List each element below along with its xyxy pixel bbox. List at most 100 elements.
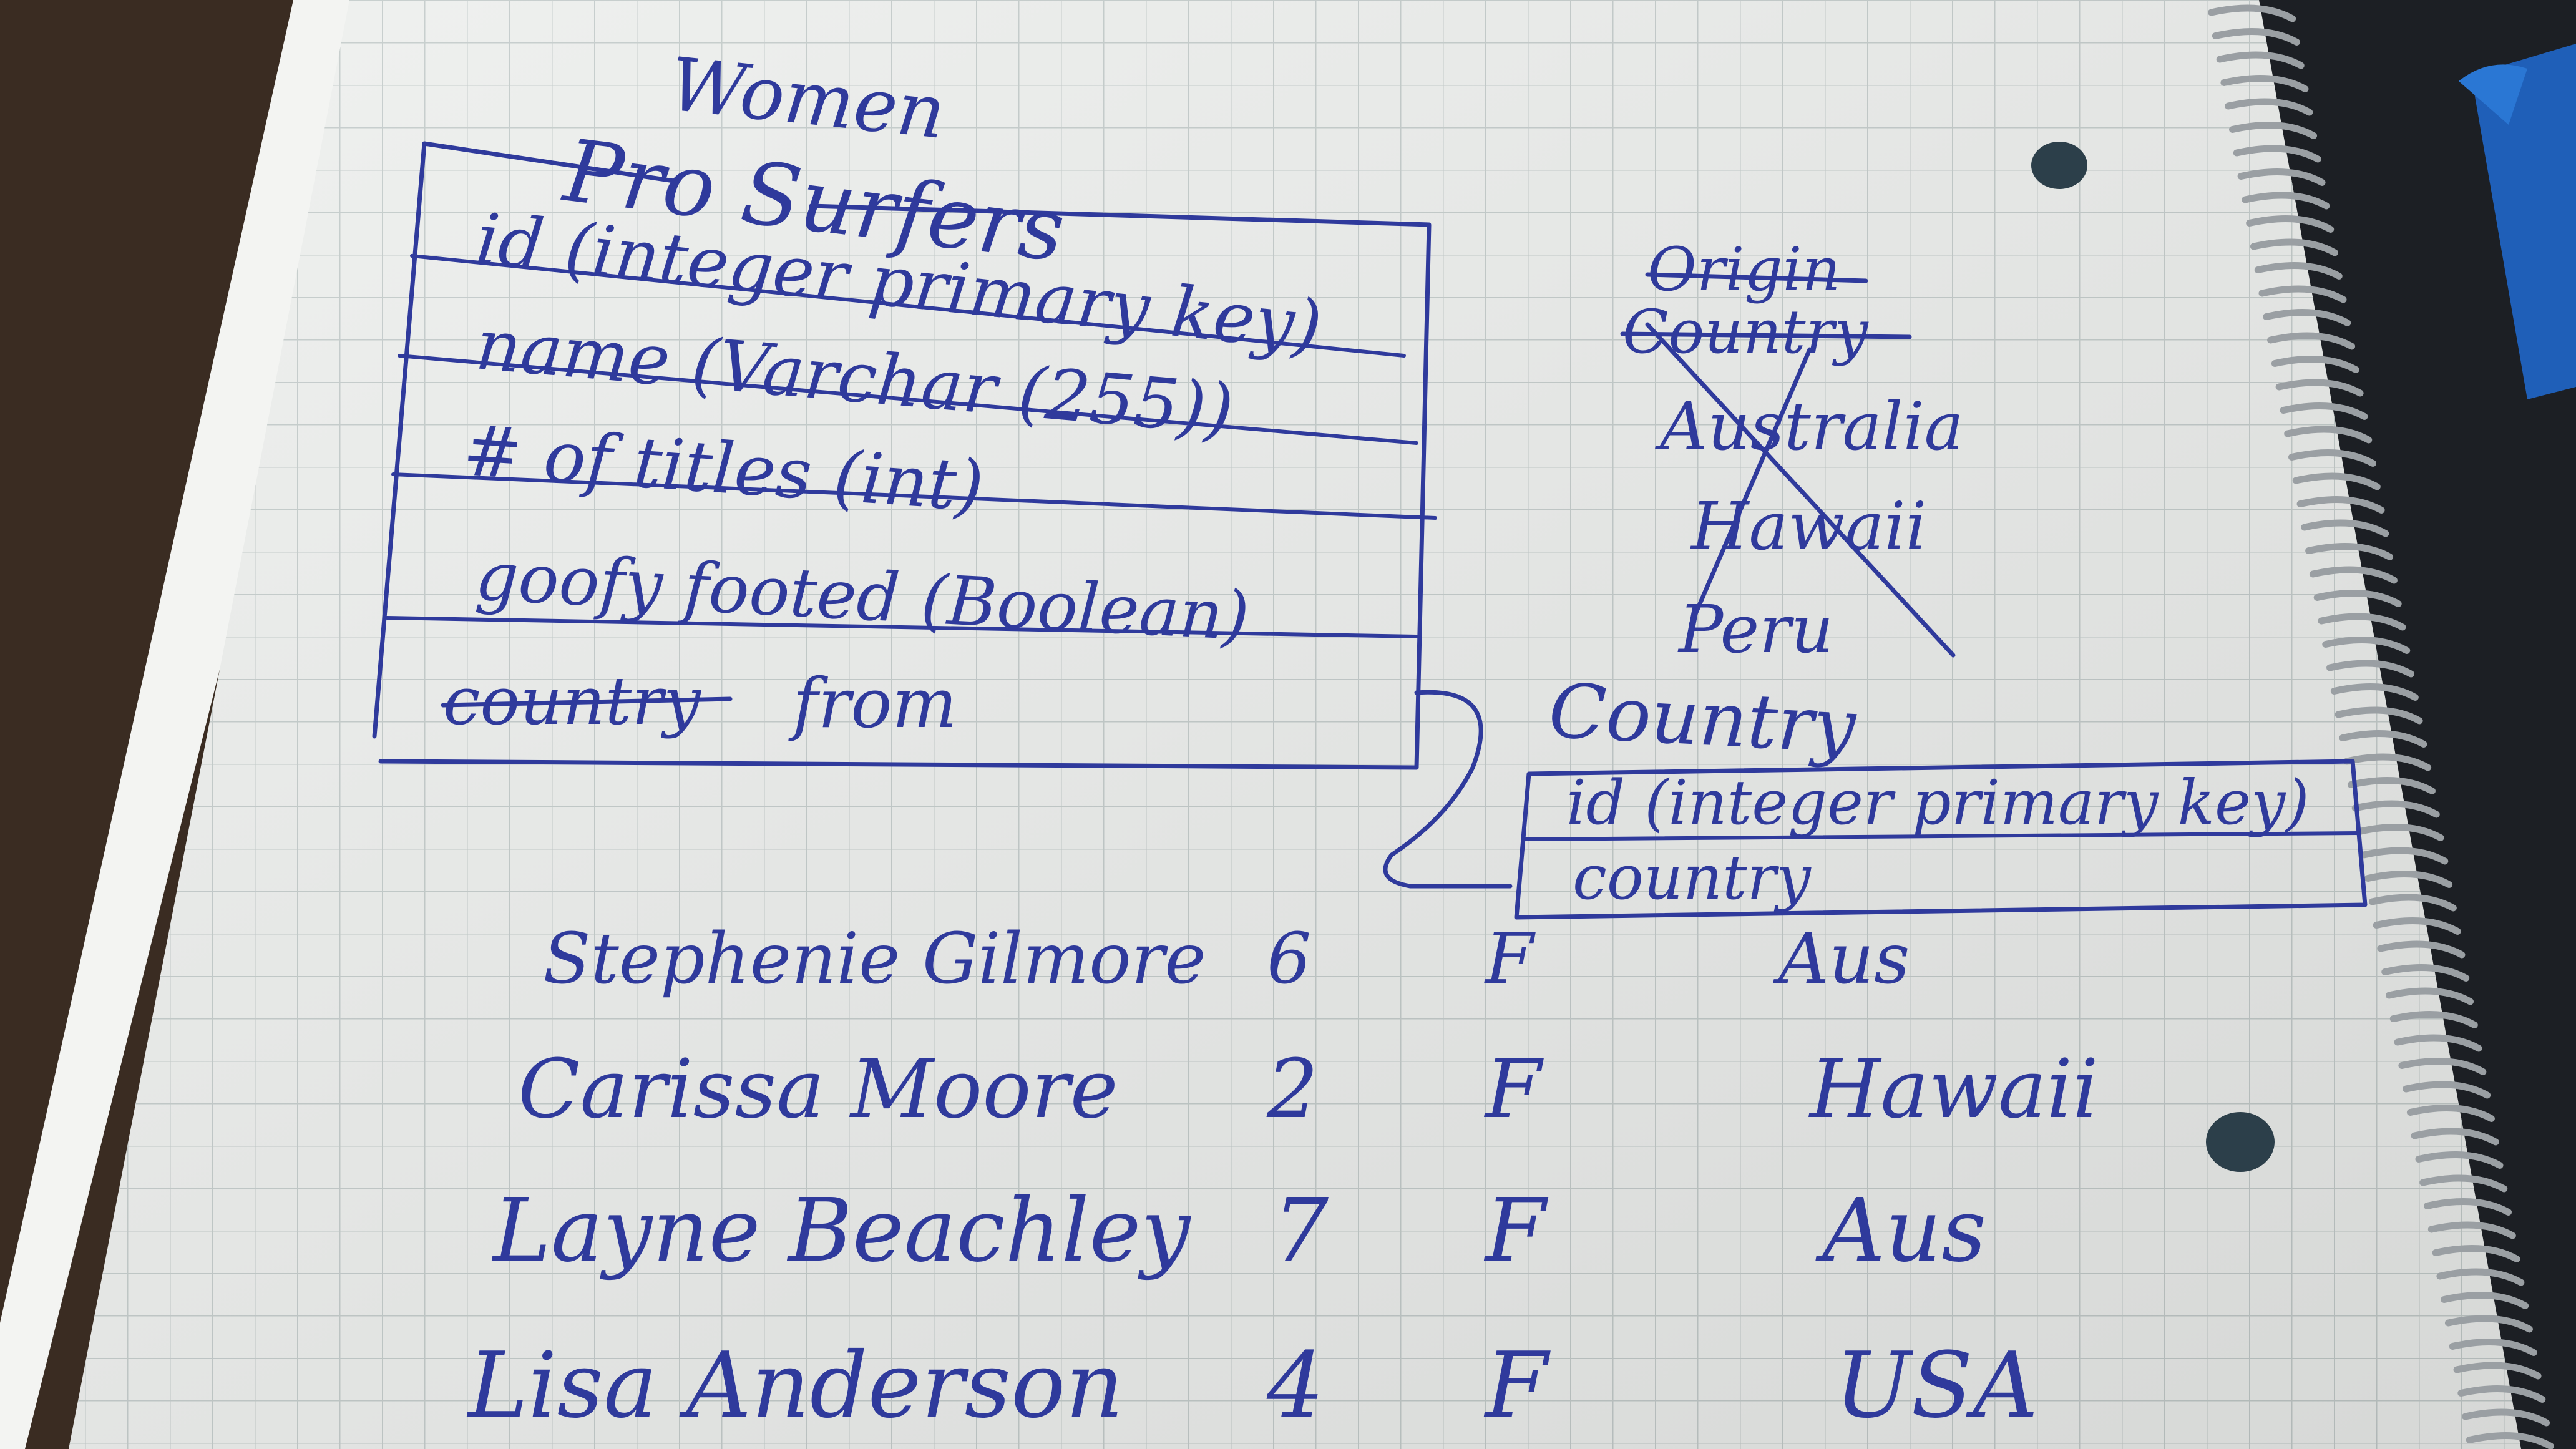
spiral-coil <box>2322 636 2411 654</box>
spiral-coil <box>2449 1338 2537 1356</box>
relationship-connector <box>1383 690 1513 889</box>
surfer-titles: 7 <box>1273 1180 1329 1282</box>
surfer-row: Carissa Moore 2 F Hawaii <box>518 1042 2099 1136</box>
spiral-coil <box>2373 917 2461 935</box>
crossed-out-list: Origin Country Australia Hawaii Peru <box>1620 235 1964 668</box>
surfer-country: Aus <box>1815 1180 1986 1282</box>
spiral-binding <box>2208 4 2554 1449</box>
surfer-goofy: F <box>1484 1042 1544 1136</box>
spiral-coil <box>2258 285 2347 303</box>
spiral-coil <box>2292 472 2381 490</box>
spiral-coil <box>2284 426 2373 444</box>
surfer-row: Stephenie Gilmore 6 F Aus <box>543 919 1910 1000</box>
spiral-coil <box>2208 4 2296 22</box>
spiral-coil <box>2441 1291 2529 1309</box>
spiral-coil <box>2347 776 2436 794</box>
surfer-titles: 4 <box>1266 1333 1324 1438</box>
spiral-coil <box>2406 1104 2495 1122</box>
spiral-coil <box>2386 987 2474 1005</box>
punch-hole <box>2031 142 2087 189</box>
spiral-coil <box>2368 894 2457 912</box>
spiral-coil <box>2453 1362 2542 1380</box>
pen <box>2459 44 2576 399</box>
surfer-name: Lisa Anderson <box>466 1333 1124 1438</box>
spiral-coil <box>2403 1081 2491 1099</box>
list-country: Country <box>1622 297 1869 367</box>
surfer-country: Hawaii <box>1808 1042 2099 1136</box>
spiral-coil <box>2216 51 2305 69</box>
list-australia: Australia <box>1654 388 1964 465</box>
spiral-coil <box>2419 1174 2508 1193</box>
spiral-coil <box>2250 238 2338 256</box>
spiral-coil <box>2275 379 2364 397</box>
country-field-id: id (integer primary key) <box>1566 768 2310 839</box>
spiral-coil <box>2305 542 2394 560</box>
spiral-coil <box>2263 308 2351 326</box>
field-from: from <box>788 663 957 743</box>
surfer-titles: 2 <box>1266 1042 1319 1136</box>
spiral-coil <box>2427 1221 2516 1239</box>
surfer-goofy: F <box>1484 919 1536 1000</box>
spiral-coil <box>2246 215 2334 233</box>
spiral-coil <box>2360 847 2449 865</box>
spiral-coil <box>2339 729 2427 748</box>
spiral-coil <box>2242 192 2330 210</box>
spiral-coil <box>2296 495 2385 514</box>
spiral-coil <box>2330 683 2419 701</box>
surfer-name: Layne Beachley <box>491 1180 1191 1282</box>
field-country-from: country from <box>441 663 957 743</box>
spiral-coil <box>2389 1010 2478 1028</box>
spiral-coil <box>2394 1034 2482 1052</box>
spiral-coil <box>2343 753 2432 771</box>
spiral-coil <box>2411 1128 2499 1146</box>
surfer-row: Layne Beachley 7 F Aus <box>491 1180 1986 1282</box>
spiral-coil <box>2212 27 2300 46</box>
surfer-goofy: F <box>1483 1180 1549 1282</box>
punch-hole <box>2206 1112 2275 1172</box>
surfers-table <box>372 141 1437 770</box>
surfer-name: Carissa Moore <box>518 1042 1118 1136</box>
spiral-coil <box>2233 145 2321 163</box>
spiral-coil <box>2313 589 2402 607</box>
spiral-coil <box>2318 613 2406 631</box>
spiral-coil <box>2309 566 2398 584</box>
spiral-coil <box>2424 1198 2512 1216</box>
spiral-coil <box>2351 800 2440 818</box>
spiral-coil <box>2444 1315 2533 1333</box>
spiral-coil <box>2457 1385 2546 1403</box>
surfer-row: Lisa Anderson 4 F USA <box>466 1333 2038 1438</box>
spiral-coil <box>2237 168 2326 186</box>
spiral-coil <box>2466 1432 2554 1449</box>
spiral-coil <box>2220 74 2309 92</box>
spiral-coil <box>2254 261 2343 280</box>
spiral-coil <box>2334 706 2423 724</box>
spiral-coil <box>2381 964 2470 982</box>
country-field-country: country <box>1573 842 1812 914</box>
surfer-goofy: F <box>1483 1333 1551 1438</box>
surfer-country: Aus <box>1773 919 1910 1000</box>
spiral-coil <box>2432 1244 2520 1262</box>
list-origin: Origin <box>1647 235 1840 305</box>
spiral-coil <box>2415 1151 2504 1169</box>
spiral-coil <box>2356 823 2444 841</box>
spiral-coil <box>2288 449 2376 467</box>
spiral-coil <box>2301 519 2389 537</box>
surfer-rows: Stephenie Gilmore 6 F Aus Carissa Moore … <box>466 919 2099 1438</box>
spiral-coil <box>2229 121 2318 139</box>
surfer-titles: 6 <box>1267 919 1311 1000</box>
spiral-coil <box>2398 1057 2487 1075</box>
country-table-title: Country <box>1546 668 1859 771</box>
list-peru: Peru <box>1677 591 1833 668</box>
spiral-coil <box>2225 98 2313 116</box>
spiral-coil <box>2436 1268 2525 1286</box>
spiral-coil <box>2267 332 2356 350</box>
country-table <box>1514 759 2368 920</box>
surfer-name: Stephenie Gilmore <box>543 919 1206 1000</box>
spiral-coil <box>2462 1408 2550 1427</box>
surfer-country: USA <box>1835 1333 2038 1438</box>
spiral-coil <box>2364 870 2453 888</box>
spiral-coil <box>2280 402 2368 420</box>
spiral-coil <box>2326 660 2415 678</box>
spiral-coil <box>2271 355 2359 373</box>
